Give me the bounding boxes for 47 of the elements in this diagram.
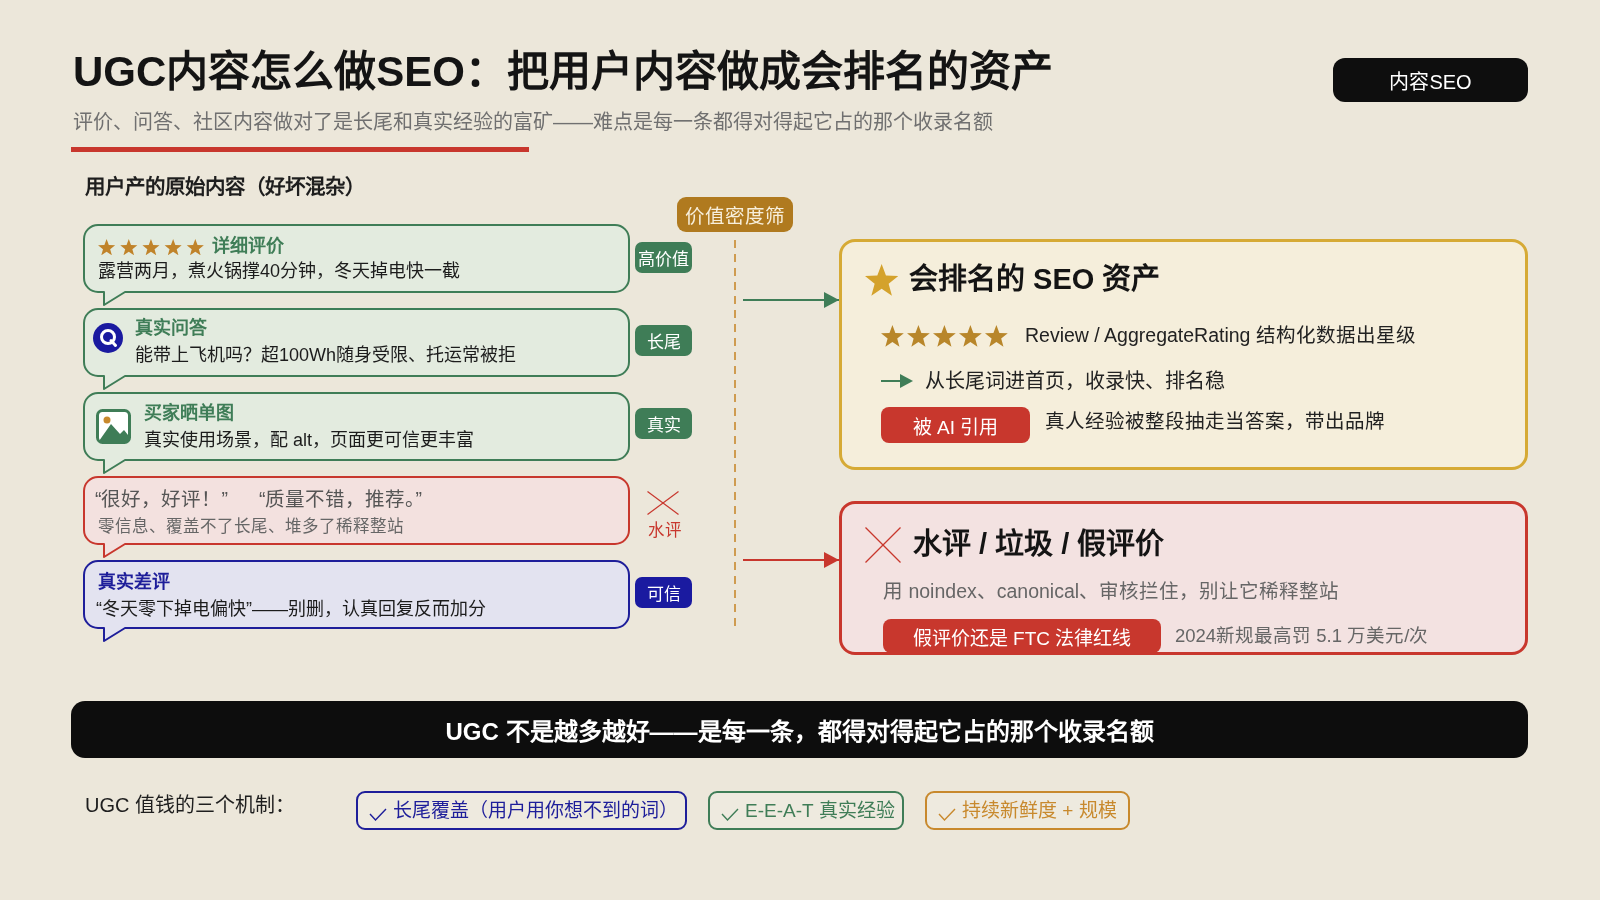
highlight-tag: 被 AI 引用 bbox=[881, 407, 1030, 443]
panel-text: 真人经验被整段抽走当答案，带出品牌 bbox=[1045, 409, 1385, 435]
subtitle: 评价、问答、社区内容做对了是长尾和真实经验的富矿——难点是每一条都得对得起它占的那个收录名额 bbox=[73, 110, 993, 135]
highlight-tag: 假评价还是 FTC 法律红线 bbox=[883, 619, 1161, 653]
panel-text: 用 noindex、canonical、审核拦住，别让它稀释整站 bbox=[883, 579, 1340, 605]
mechanism-tag bbox=[708, 791, 904, 830]
panel-text: 从长尾词进首页，收录快、排名稳 bbox=[925, 369, 1225, 394]
panel-heading: 会排名的 SEO 资产 bbox=[909, 262, 1161, 298]
title: UGC内容怎么做SEO：把用户内容做成会排名的资产 bbox=[73, 46, 1054, 97]
mechanism-tag bbox=[356, 791, 687, 830]
arrow bbox=[742, 552, 840, 568]
tag: 真实 bbox=[635, 408, 692, 439]
filter-badge: 价值密度筛 bbox=[677, 197, 793, 232]
header-badge: 内容SEO bbox=[1333, 58, 1528, 102]
arrow bbox=[742, 292, 840, 308]
panel-text: 2024新规最高罚 5.1 万美元/次 bbox=[1175, 624, 1429, 648]
card-title: 详细评价 bbox=[212, 235, 284, 259]
card-title: 真实差评 bbox=[98, 571, 170, 595]
card-text: 能带上飞机吗？超100Wh随身受限、托运常被拒 bbox=[135, 344, 517, 368]
card-text: 真实使用场景，配 alt，页面更可信更丰富 bbox=[144, 429, 474, 453]
tag: 长尾 bbox=[635, 325, 692, 356]
warning-panel bbox=[839, 501, 1528, 655]
tag: 可信 bbox=[635, 577, 692, 608]
mechanism-tag bbox=[925, 791, 1130, 830]
card-text: 零信息、覆盖不了长尾、堆多了稀释整站 bbox=[98, 516, 404, 538]
tag: 高价值 bbox=[635, 242, 692, 273]
result-panel bbox=[839, 239, 1528, 470]
tag-label: 长尾覆盖（用户用你想不到的词） bbox=[393, 798, 678, 823]
row-label: UGC 值钱的三个机制： bbox=[85, 793, 295, 818]
section-heading: 用户产的原始内容（好坏混杂） bbox=[85, 173, 365, 200]
tag-label: 持续新鲜度 + 规模 bbox=[962, 798, 1117, 823]
panel-text: Review / AggregateRating 结构化数据出星级 bbox=[1025, 323, 1416, 349]
speech-bubble bbox=[83, 476, 630, 558]
card-text: 露营两月，煮火锅撑40分钟，冬天掉电快一截 bbox=[98, 260, 461, 284]
card-title: 真实问答 bbox=[135, 317, 207, 341]
quote-text: “很好，好评！” bbox=[95, 487, 228, 513]
tag-label: E-E-A-T 真实经验 bbox=[745, 798, 895, 823]
panel-heading: 水评 / 垃圾 / 假评价 bbox=[913, 527, 1165, 563]
side-label: 水评 bbox=[648, 520, 682, 542]
speech-bubble bbox=[83, 560, 630, 642]
speech-bubble bbox=[83, 392, 630, 474]
card-title: 买家晒单图 bbox=[144, 402, 234, 426]
speech-bubble bbox=[83, 308, 630, 390]
banner: UGC 不是越多越好——是每一条，都得对得起它占的那个收录名额 bbox=[71, 701, 1528, 758]
quote-text: “质量不错，推荐。” bbox=[259, 487, 422, 513]
card-text: “冬天零下掉电偏快”——别删，认真回复反而加分 bbox=[96, 598, 486, 622]
speech-bubble bbox=[83, 224, 630, 306]
